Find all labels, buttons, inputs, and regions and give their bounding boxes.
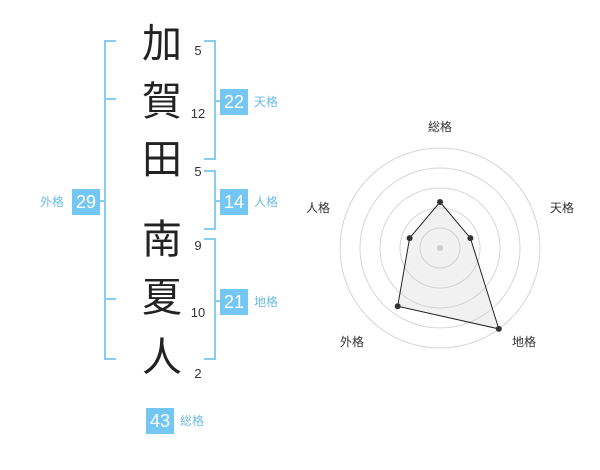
stroke-count-1: 5: [194, 43, 202, 58]
radar-label-gaikaku: 外格: [340, 334, 364, 349]
radar-ring: [419, 227, 461, 269]
kanji-char-1: 加: [142, 21, 182, 67]
fortune-radar-chart: 総格 天格 地格 外格 人格: [306, 119, 574, 349]
gaikaku-connector: [98, 200, 106, 202]
kanji-char-5: 夏: [142, 275, 182, 321]
kanji-char-6: 人: [142, 335, 182, 381]
chikaku-bracket: [204, 238, 216, 360]
tenkaku-label: 天格: [254, 95, 279, 109]
jinkaku-label: 人格: [254, 195, 279, 209]
gaikaku-tick-upper: [104, 98, 116, 100]
kanji-char-2: 賀: [142, 79, 182, 125]
gaikaku-label: 外格: [40, 195, 65, 209]
jinkaku-connector: [214, 200, 222, 202]
chikaku-connector: [214, 300, 222, 302]
stroke-count-6: 2: [194, 366, 202, 381]
radar-points: [394, 199, 502, 332]
radar-point-3: [495, 325, 502, 332]
radar-ring: [339, 147, 541, 349]
radar-ring: [359, 167, 521, 329]
radar-polygon: [397, 201, 500, 330]
radar-label-tenkaku: 天格: [550, 200, 574, 215]
jinkaku-badge: 14: [220, 189, 248, 215]
radar-point-2: [467, 235, 474, 242]
gaikaku-tick-lower: [104, 298, 116, 300]
radar-point-4: [394, 303, 401, 310]
radar-ring: [379, 187, 501, 309]
stroke-count-3: 5: [194, 164, 202, 179]
stroke-count-5: 10: [190, 305, 206, 320]
radar-point-1: [437, 199, 443, 205]
tenkaku-connector: [214, 100, 222, 102]
stroke-count-4: 9: [194, 238, 202, 253]
stroke-count-2: 12: [190, 106, 206, 121]
gaikaku-badge: 29: [72, 189, 100, 215]
tenkaku-badge: 22: [220, 89, 248, 115]
radar-ring: [399, 207, 481, 289]
chikaku-badge: 21: [220, 289, 248, 315]
radar-label-jinkaku: 人格: [306, 200, 330, 215]
radar-label-soukaku: 総格: [428, 119, 452, 134]
radar-center-dot: [437, 245, 443, 251]
radar-point-5: [406, 235, 413, 242]
kanji-char-4: 南: [142, 217, 182, 263]
soukaku-badge: 43: [146, 408, 174, 434]
radar-rings: [339, 147, 541, 349]
chikaku-label: 地格: [254, 295, 279, 309]
radar-label-chikaku: 地格: [512, 334, 536, 349]
soukaku-label: 総格: [180, 414, 205, 428]
kanji-char-3: 田: [142, 137, 182, 183]
